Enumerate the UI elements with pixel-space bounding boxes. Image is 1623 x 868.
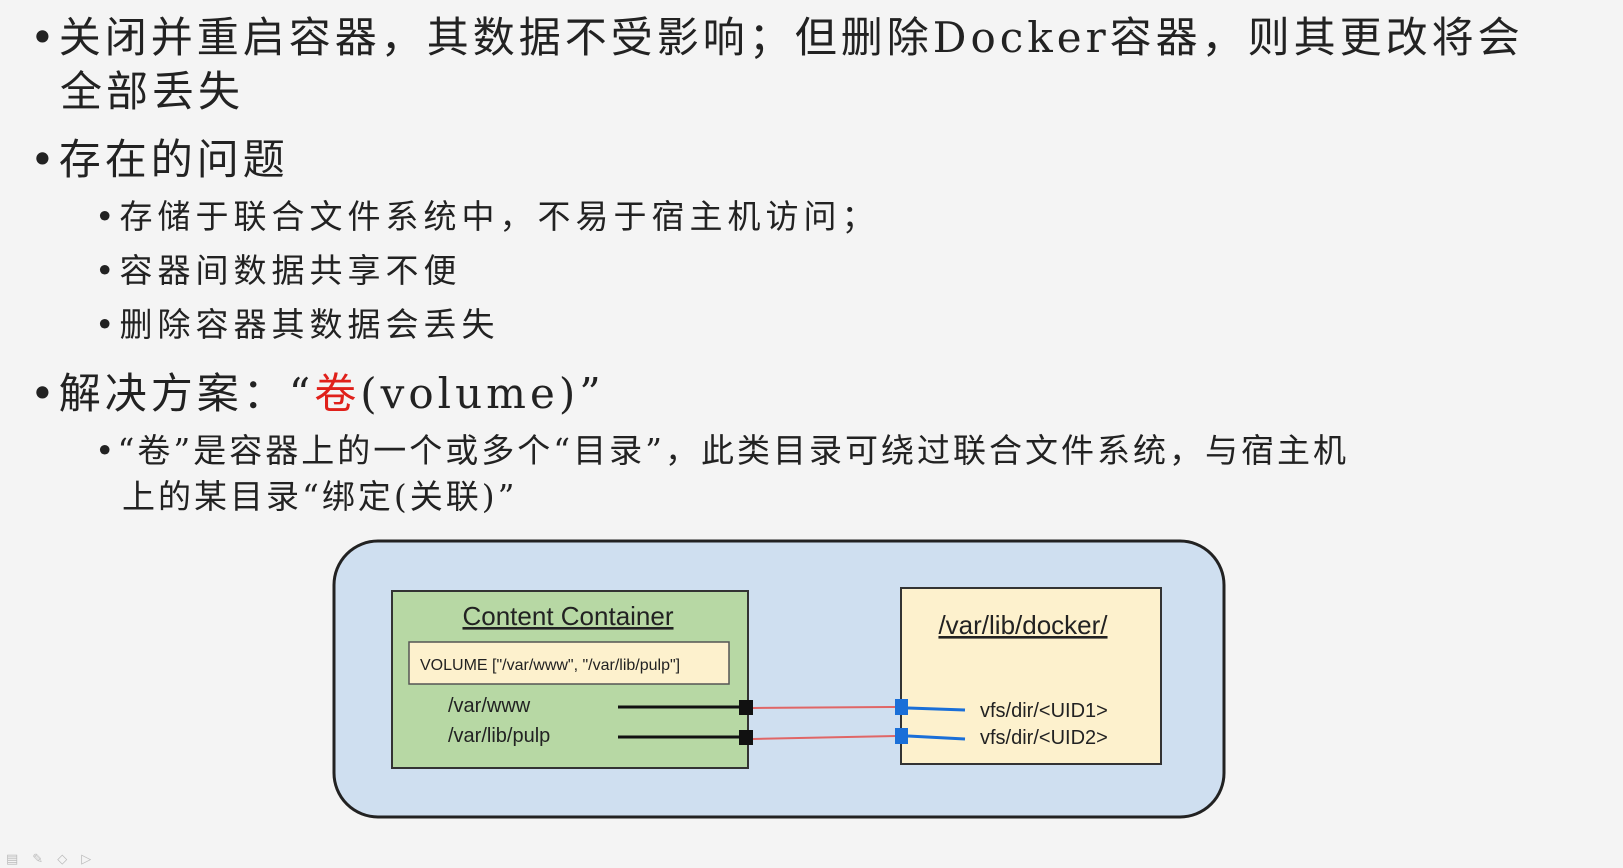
sub-bullet-text: “卷”是容器上的一个或多个“目录”，此类目录可绕过联合文件系统，与宿主机: [117, 431, 1349, 470]
host-connector-line: [907, 706, 966, 712]
bullet-1-text: 关闭并重启容器，其数据不受影响；但删除Docker容器，则其更改将会: [58, 13, 1524, 62]
presentation-toolbar: ▤ ✎ ◇ ▷: [6, 852, 105, 867]
volume-link-line: [752, 735, 897, 740]
container-port: [739, 730, 753, 745]
container-port: [739, 700, 753, 715]
sub-bullet-dot: •: [95, 305, 120, 344]
sub-bullet-3-1-line-1: •“卷”是容器上的一个或多个“目录”，此类目录可绕过联合文件系统，与宿主机: [95, 424, 1349, 472]
bullet-dot: •: [30, 13, 59, 62]
host-directory-title: /var/lib/docker/: [938, 610, 1108, 640]
bullet-3: •解决方案：“卷(volume)”: [30, 360, 605, 421]
container-title: Content Container: [462, 601, 673, 631]
sub-bullet-2-3: •删除容器其数据会丢失: [95, 298, 499, 346]
sub-bullet-2-1: •存储于联合文件系统中，不易于宿主机访问；: [95, 190, 879, 238]
volume-declaration: VOLUME ["/var/www", "/var/lib/pulp"]: [420, 657, 680, 674]
bullet-dot: •: [30, 369, 59, 418]
bullet-2-text: 存在的问题: [58, 135, 289, 184]
bullet-3-prefix: 解决方案：“: [58, 369, 315, 418]
sub-bullet-dot: •: [95, 251, 120, 290]
pointer-icon[interactable]: ▷: [81, 852, 92, 867]
host-directory-box: [900, 587, 1162, 765]
host-port: [895, 728, 908, 744]
sub-bullet-dot: •: [95, 431, 118, 470]
bullet-2: •存在的问题: [30, 126, 289, 187]
volume-declaration-box: [408, 641, 730, 685]
sub-bullet-text: 删除容器其数据会丢失: [119, 305, 500, 344]
pen-icon[interactable]: ✎: [32, 852, 44, 867]
bullet-dot: •: [30, 135, 59, 184]
host-path-uid1: vfs/dir/<UID1>: [980, 700, 1108, 722]
bullet-3-suffix: (volume)”: [360, 369, 605, 418]
container-path-www: /var/www: [448, 695, 531, 717]
host-connector-line: [907, 734, 966, 741]
bullet-1-line-2: 全部丢失: [60, 67, 245, 116]
volume-keyword: 卷: [314, 369, 361, 418]
sub-bullet-text: 容器间数据共享不便: [119, 251, 462, 290]
eraser-icon[interactable]: ◇: [57, 852, 68, 867]
host-port: [895, 699, 908, 715]
sub-bullet-2-2: •容器间数据共享不便: [95, 244, 461, 292]
sub-bullet-text: 存储于联合文件系统中，不易于宿主机访问；: [119, 197, 880, 236]
slide-icon[interactable]: ▤: [6, 852, 19, 867]
sub-bullet-3-1-line-2: 上的某目录“绑定(关联)”: [122, 477, 518, 516]
container-path-pulp: /var/lib/pulp: [448, 725, 550, 747]
volume-link-line: [752, 706, 897, 709]
sub-bullet-dot: •: [95, 197, 120, 236]
bullet-1-line-1: •关闭并重启容器，其数据不受影响；但删除Docker容器，则其更改将会: [30, 4, 1524, 65]
host-path-uid2: vfs/dir/<UID2>: [980, 727, 1108, 749]
